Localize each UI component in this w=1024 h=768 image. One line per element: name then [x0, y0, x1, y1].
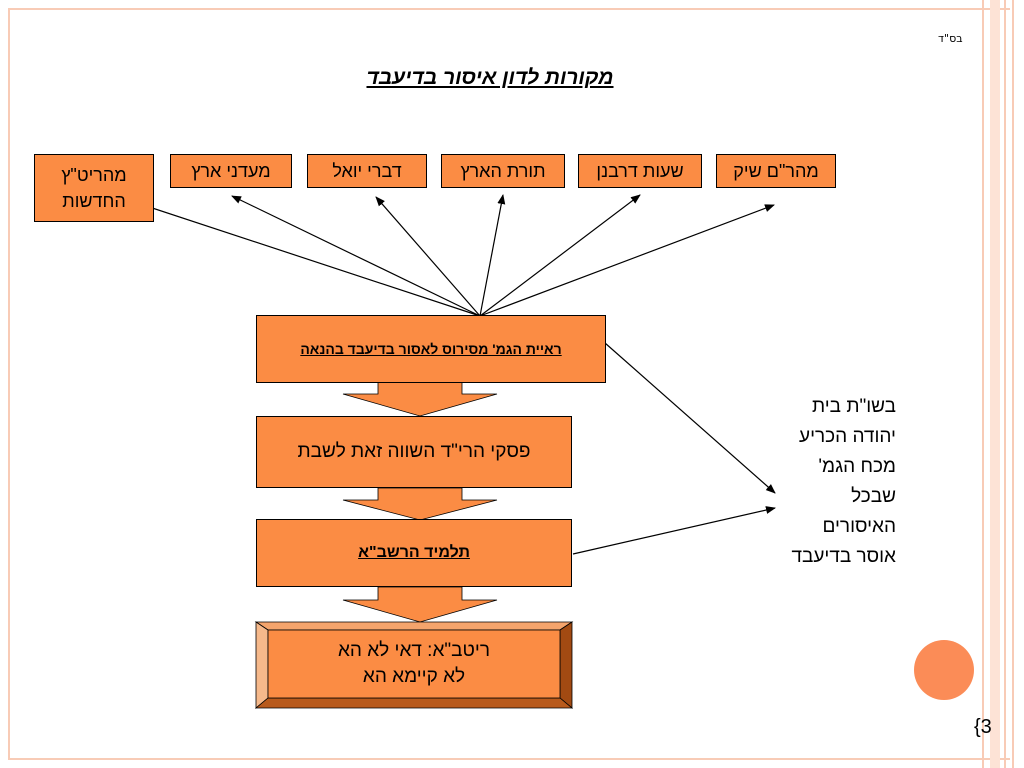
source-box-maharitz: מהריט"ץ החדשות: [34, 154, 154, 222]
flow-box-student-rashba: תלמיד הרשב"א: [256, 519, 572, 587]
bevel-bottom: [254, 697, 574, 709]
side-note-line: שבכל: [851, 486, 896, 507]
side-note-line: אוסר בדיעבד: [791, 546, 896, 567]
source-box-maharam-shik: מהר"ם שיק: [716, 154, 836, 188]
source-label: דברי יואל: [332, 160, 402, 181]
corner-mark: בס"ד: [938, 32, 963, 45]
frame-stripe: [990, 0, 1000, 768]
flow-box-gemara-proof: ראיית הגמ' מסירוס לאסור בדיעבד בהנאה: [256, 315, 606, 383]
decorative-circle: [914, 640, 974, 700]
arrow-to-maharitz: [127, 199, 481, 317]
flow-box-riid: פסקי הרי"ד השווה זאת לשבת: [256, 416, 572, 488]
flow-step4-line1: ריטב"א: דאי לא הא: [337, 640, 490, 661]
page-number: {3: [974, 716, 992, 738]
side-note-line: האיסורים: [822, 516, 896, 537]
down-arrow-3: [342, 586, 498, 623]
bevel-left: [255, 621, 269, 709]
flow-step2-label: פסקי הרי"ד השווה זאת לשבת: [297, 441, 531, 462]
down-arrow-2: [342, 487, 498, 521]
source-box-divrei-yoel: דברי יואל: [307, 154, 427, 188]
flow-box-ritva: ריטב"א: דאי לא הא לא קיימא הא: [268, 630, 560, 698]
arrow-to-divrei-yoel: [375, 196, 481, 317]
maharitz-line2: החדשות: [62, 191, 126, 211]
arrow-to-side-note: [604, 342, 776, 494]
source-label: מעדני ארץ: [191, 160, 271, 181]
source-box-maadanei-eretz: מעדני ארץ: [170, 154, 292, 188]
line-student-to-note: [572, 506, 776, 555]
source-box-torat-haaretz: תורת הארץ: [441, 154, 565, 188]
side-note-line: מכח הגמ': [818, 456, 896, 477]
side-note-line: יהודה הכריע: [799, 426, 896, 447]
arrow-to-torat-haaretz: [479, 194, 506, 317]
source-label: מהר"ם שיק: [733, 160, 819, 181]
flow-step1-label: ראיית הגמ' מסירוס לאסור בדיעבד בהנאה: [300, 341, 562, 357]
source-label: שעות דרבנן: [596, 160, 684, 181]
bevel-right: [559, 621, 573, 709]
frame-stripe: [1004, 0, 1006, 768]
side-note: בשו"ת בית יהודה הכריע מכח הגמ' שבכל האיס…: [756, 392, 896, 572]
slide-frame: [8, 8, 1010, 760]
side-note-line: בשו"ת בית: [812, 396, 896, 417]
source-box-shaot-derabanan: שעות דרבנן: [578, 154, 702, 188]
source-label: תורת הארץ: [460, 160, 546, 181]
slide-title: מקורות לדון איסור בדיעבד: [366, 66, 614, 89]
bevel-top: [254, 621, 574, 631]
arrow-to-maadanei-eretz: [231, 195, 481, 317]
frame-stripe: [982, 0, 984, 768]
bevel-face: [267, 629, 561, 699]
arrow-to-maharam-shik: [479, 204, 775, 317]
arrow-to-shaot-derabanan: [479, 194, 641, 317]
flow-step3-label: תלמיד הרשב"א: [358, 544, 470, 561]
maharitz-line1: מהריט"ץ: [61, 165, 127, 185]
flow-step4-line2: לא קיימא הא: [362, 666, 466, 687]
down-arrow-1: [342, 381, 498, 417]
frame-stripe: [1012, 0, 1014, 768]
